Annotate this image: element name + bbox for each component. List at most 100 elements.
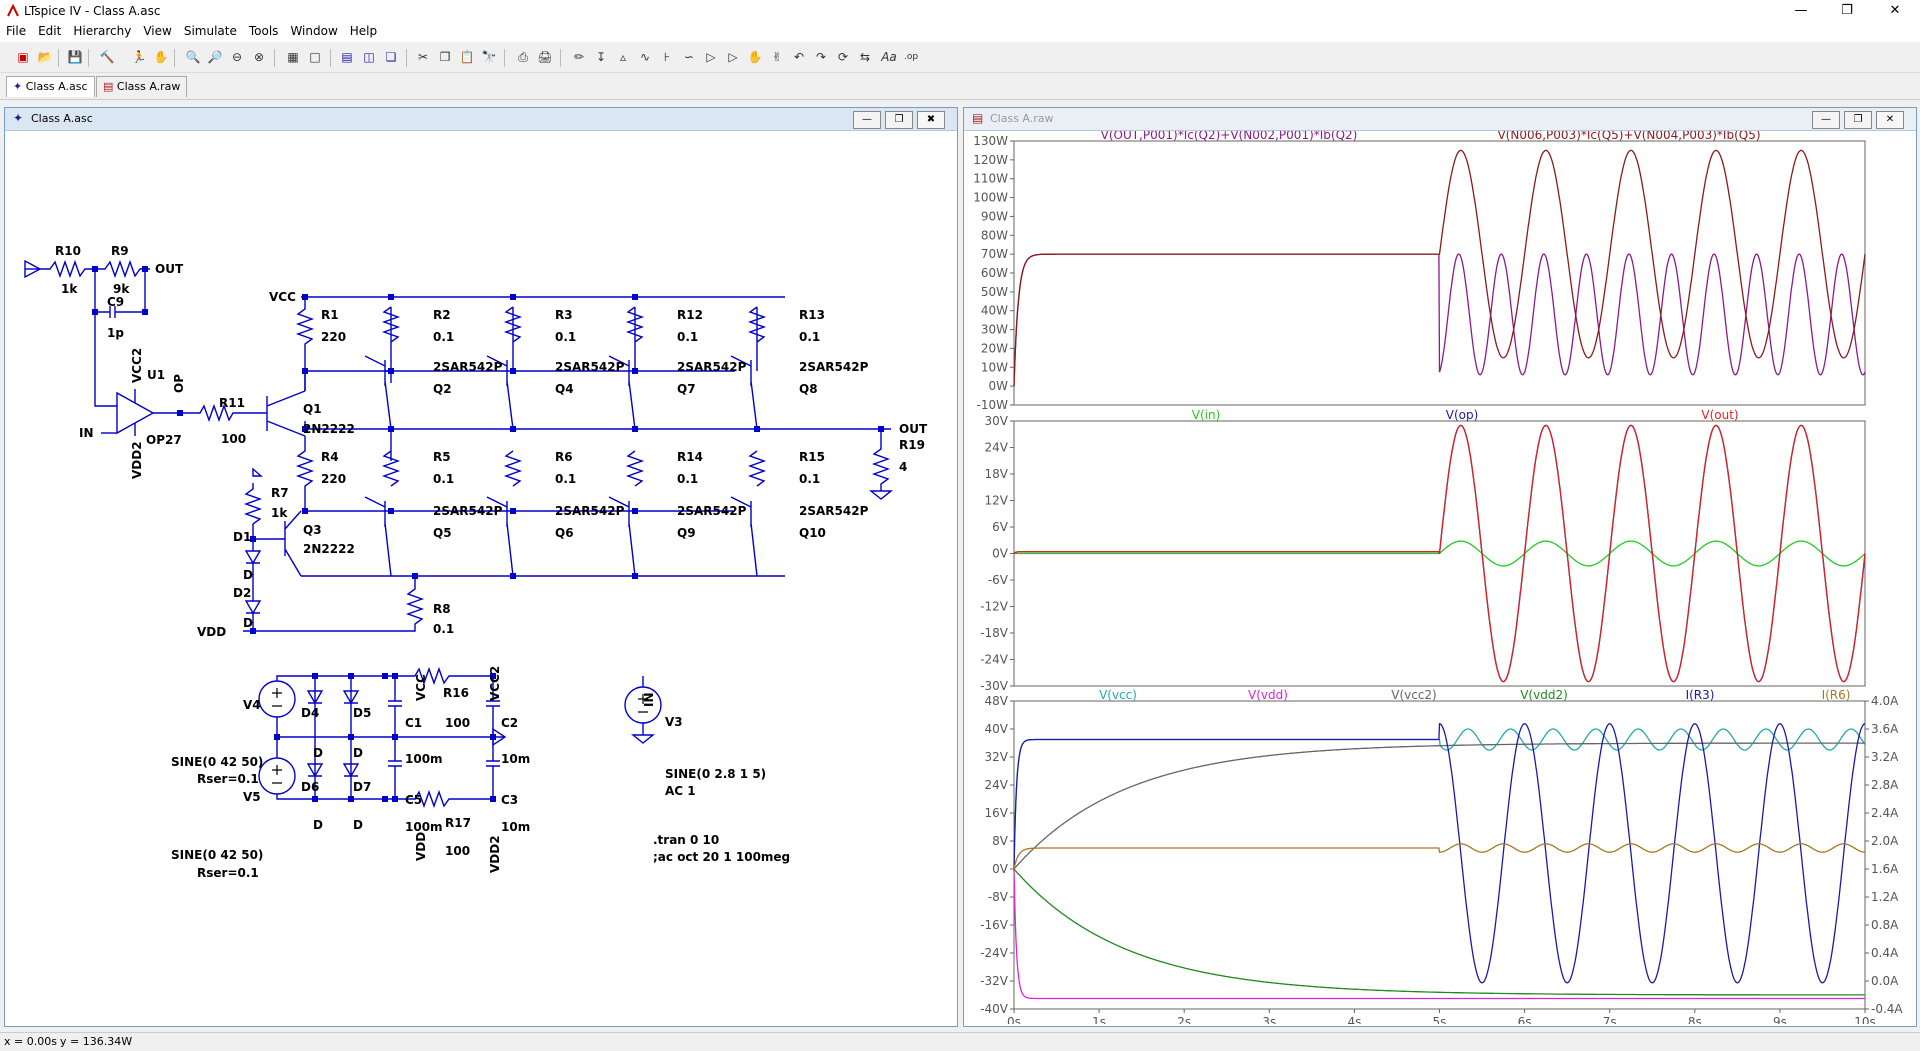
copy-icon[interactable]: ❐ xyxy=(439,50,451,64)
rotate-icon[interactable]: ⟳ xyxy=(837,50,849,64)
label-d4-model: D xyxy=(313,746,323,760)
move-icon[interactable]: ✋ xyxy=(747,50,763,64)
x-tick-label: 1s xyxy=(1092,1015,1106,1024)
redo-icon[interactable]: ↷ xyxy=(815,50,827,64)
maximize-button[interactable]: ❐ xyxy=(1841,3,1853,18)
find-icon[interactable]: 🔭 xyxy=(481,50,497,64)
label-r12-value: 0.1 xyxy=(677,330,698,344)
capacitor-icon[interactable]: ⊦ xyxy=(663,50,671,64)
label-r6: R6 xyxy=(555,450,573,464)
menu-hierarchy[interactable]: Hierarchy xyxy=(73,24,132,38)
schematic-minimize-button[interactable]: — xyxy=(853,111,881,129)
schematic-restore-button[interactable]: ❐ xyxy=(885,111,913,129)
schematic-canvas[interactable]: R10 1k R9 9k OUT C9 1p VCC2 U1 OP IN OP2… xyxy=(5,131,955,1024)
label-r1-value: 220 xyxy=(321,330,346,344)
schematic-close-button[interactable]: ✖ xyxy=(917,111,945,129)
label-c5: C5 xyxy=(405,793,422,807)
cut-icon[interactable]: ✂ xyxy=(417,50,429,64)
label-r4-value: 220 xyxy=(321,472,346,486)
zoom-fit-icon[interactable]: ⊗ xyxy=(253,50,265,64)
zoom-area-icon[interactable]: 🔎 xyxy=(207,50,223,64)
label-r14: R14 xyxy=(677,450,703,464)
menu-window[interactable]: Window xyxy=(290,24,338,38)
control-panel-icon[interactable]: 🔨 xyxy=(99,50,115,64)
drag-icon[interactable]: ✌ xyxy=(771,50,783,64)
undo-icon[interactable]: ↶ xyxy=(793,50,805,64)
mirror-icon[interactable]: ⇆ xyxy=(859,50,871,64)
label-q6: Q6 xyxy=(555,526,574,540)
label-r14-value: 0.1 xyxy=(677,472,698,486)
x-tick-label: 2s xyxy=(1177,1015,1191,1024)
zoom-in-icon[interactable]: 🔍 xyxy=(185,50,201,64)
run-icon[interactable]: 🏃 xyxy=(131,50,147,64)
tile-horizontal-icon[interactable]: ▤ xyxy=(341,50,353,64)
x-tick-label: 7s xyxy=(1603,1015,1617,1024)
text-icon[interactable]: Aa xyxy=(881,50,897,64)
label-vcc: VCC xyxy=(269,290,296,304)
menu-tools[interactable]: Tools xyxy=(248,24,279,38)
y-tick-label: 6V xyxy=(992,520,1009,534)
waveform-restore-button[interactable]: ❐ xyxy=(1844,111,1872,129)
label-r11: R11 xyxy=(219,396,245,410)
open-icon[interactable]: 📂 xyxy=(37,50,53,64)
menu-view[interactable]: View xyxy=(143,24,172,38)
label-q3: Q3 xyxy=(303,523,322,537)
menu-help[interactable]: Help xyxy=(349,24,378,38)
label-d1-model: D xyxy=(243,568,253,582)
label-net-icon[interactable]: ▵ xyxy=(619,50,627,64)
label-q2: Q2 xyxy=(433,382,452,396)
waveform-plot-area[interactable]: 130W120W110W100W90W80W70W60W50W40W30W20W… xyxy=(964,131,1914,1024)
label-r19: R19 xyxy=(899,438,925,452)
label-out-right: OUT xyxy=(899,422,928,436)
ground-icon[interactable]: ↧ xyxy=(595,50,607,64)
label-c9: C9 xyxy=(107,295,124,309)
y-tick-label: 30W xyxy=(981,323,1008,337)
y-tick-label: -18V xyxy=(980,626,1009,640)
x-tick-label: 5s xyxy=(1433,1015,1447,1024)
halt-icon[interactable]: ✋ xyxy=(153,50,169,64)
label-ac1: AC 1 xyxy=(665,784,696,798)
y-tick-label: -8V xyxy=(988,890,1009,904)
menu-edit[interactable]: Edit xyxy=(38,24,62,38)
menu-simulate[interactable]: Simulate xyxy=(183,24,237,38)
zoom-out-icon[interactable]: ⊖ xyxy=(231,50,243,64)
inductor-icon[interactable]: ∽ xyxy=(683,50,695,64)
waveform-window-icon: ▤ xyxy=(972,111,984,125)
cascade-icon[interactable]: ❏ xyxy=(385,50,397,64)
y2-tick-label: 0.0A xyxy=(1871,974,1899,988)
close-button[interactable]: ✕ xyxy=(1889,3,1901,18)
draw-wire-icon[interactable]: ✏ xyxy=(573,50,585,64)
legend-i-r3-: I(R3) xyxy=(1686,688,1715,702)
new-schematic-icon[interactable]: ▣ xyxy=(17,50,29,64)
tile-vertical-icon[interactable]: ◫ xyxy=(363,50,375,64)
status-bar: x = 0.00s y = 136.34W xyxy=(0,1032,1920,1051)
minimize-button[interactable]: — xyxy=(1794,3,1808,18)
waveform-minimize-button[interactable]: — xyxy=(1812,111,1840,129)
autoscale-icon[interactable]: □ xyxy=(309,50,321,64)
tab-waveform[interactable]: ▤ Class A.raw xyxy=(96,76,188,97)
resistor-icon[interactable]: ∿ xyxy=(639,50,651,64)
label-q4-model: 2SAR542P xyxy=(555,360,625,374)
y-tick-label: 110W xyxy=(973,172,1008,186)
y-tick-label: 8V xyxy=(992,834,1009,848)
autorange-icon[interactable]: ▦ xyxy=(287,50,299,64)
label-q6-model: 2SAR542P xyxy=(555,504,625,518)
label-vdd-bottom: VDD xyxy=(414,832,428,861)
tab-schematic[interactable]: ✦ Class A.asc xyxy=(6,76,95,97)
schematic-window-title: Class A.asc xyxy=(31,112,93,125)
save-icon[interactable]: 💾 xyxy=(67,50,83,64)
diode-icon[interactable]: ▷ xyxy=(706,50,716,64)
print-setup-icon[interactable]: ⎙ xyxy=(518,50,528,64)
print-icon[interactable]: 🖨 xyxy=(537,50,553,64)
menu-file[interactable]: File xyxy=(6,24,27,38)
waveform-close-button[interactable]: ✕ xyxy=(1876,111,1904,129)
component-icon[interactable]: ▷ xyxy=(728,50,738,64)
spice-directive-icon[interactable]: .op xyxy=(903,52,919,62)
paste-icon[interactable]: 📋 xyxy=(459,50,475,64)
label-u1: U1 xyxy=(147,368,165,382)
x-tick-label: 9s xyxy=(1773,1015,1787,1024)
label-c2: C2 xyxy=(501,716,518,730)
legend-v-in-: V(in) xyxy=(1192,408,1221,422)
y-tick-label: -6V xyxy=(988,573,1009,587)
y-tick-label: -16V xyxy=(980,918,1009,932)
